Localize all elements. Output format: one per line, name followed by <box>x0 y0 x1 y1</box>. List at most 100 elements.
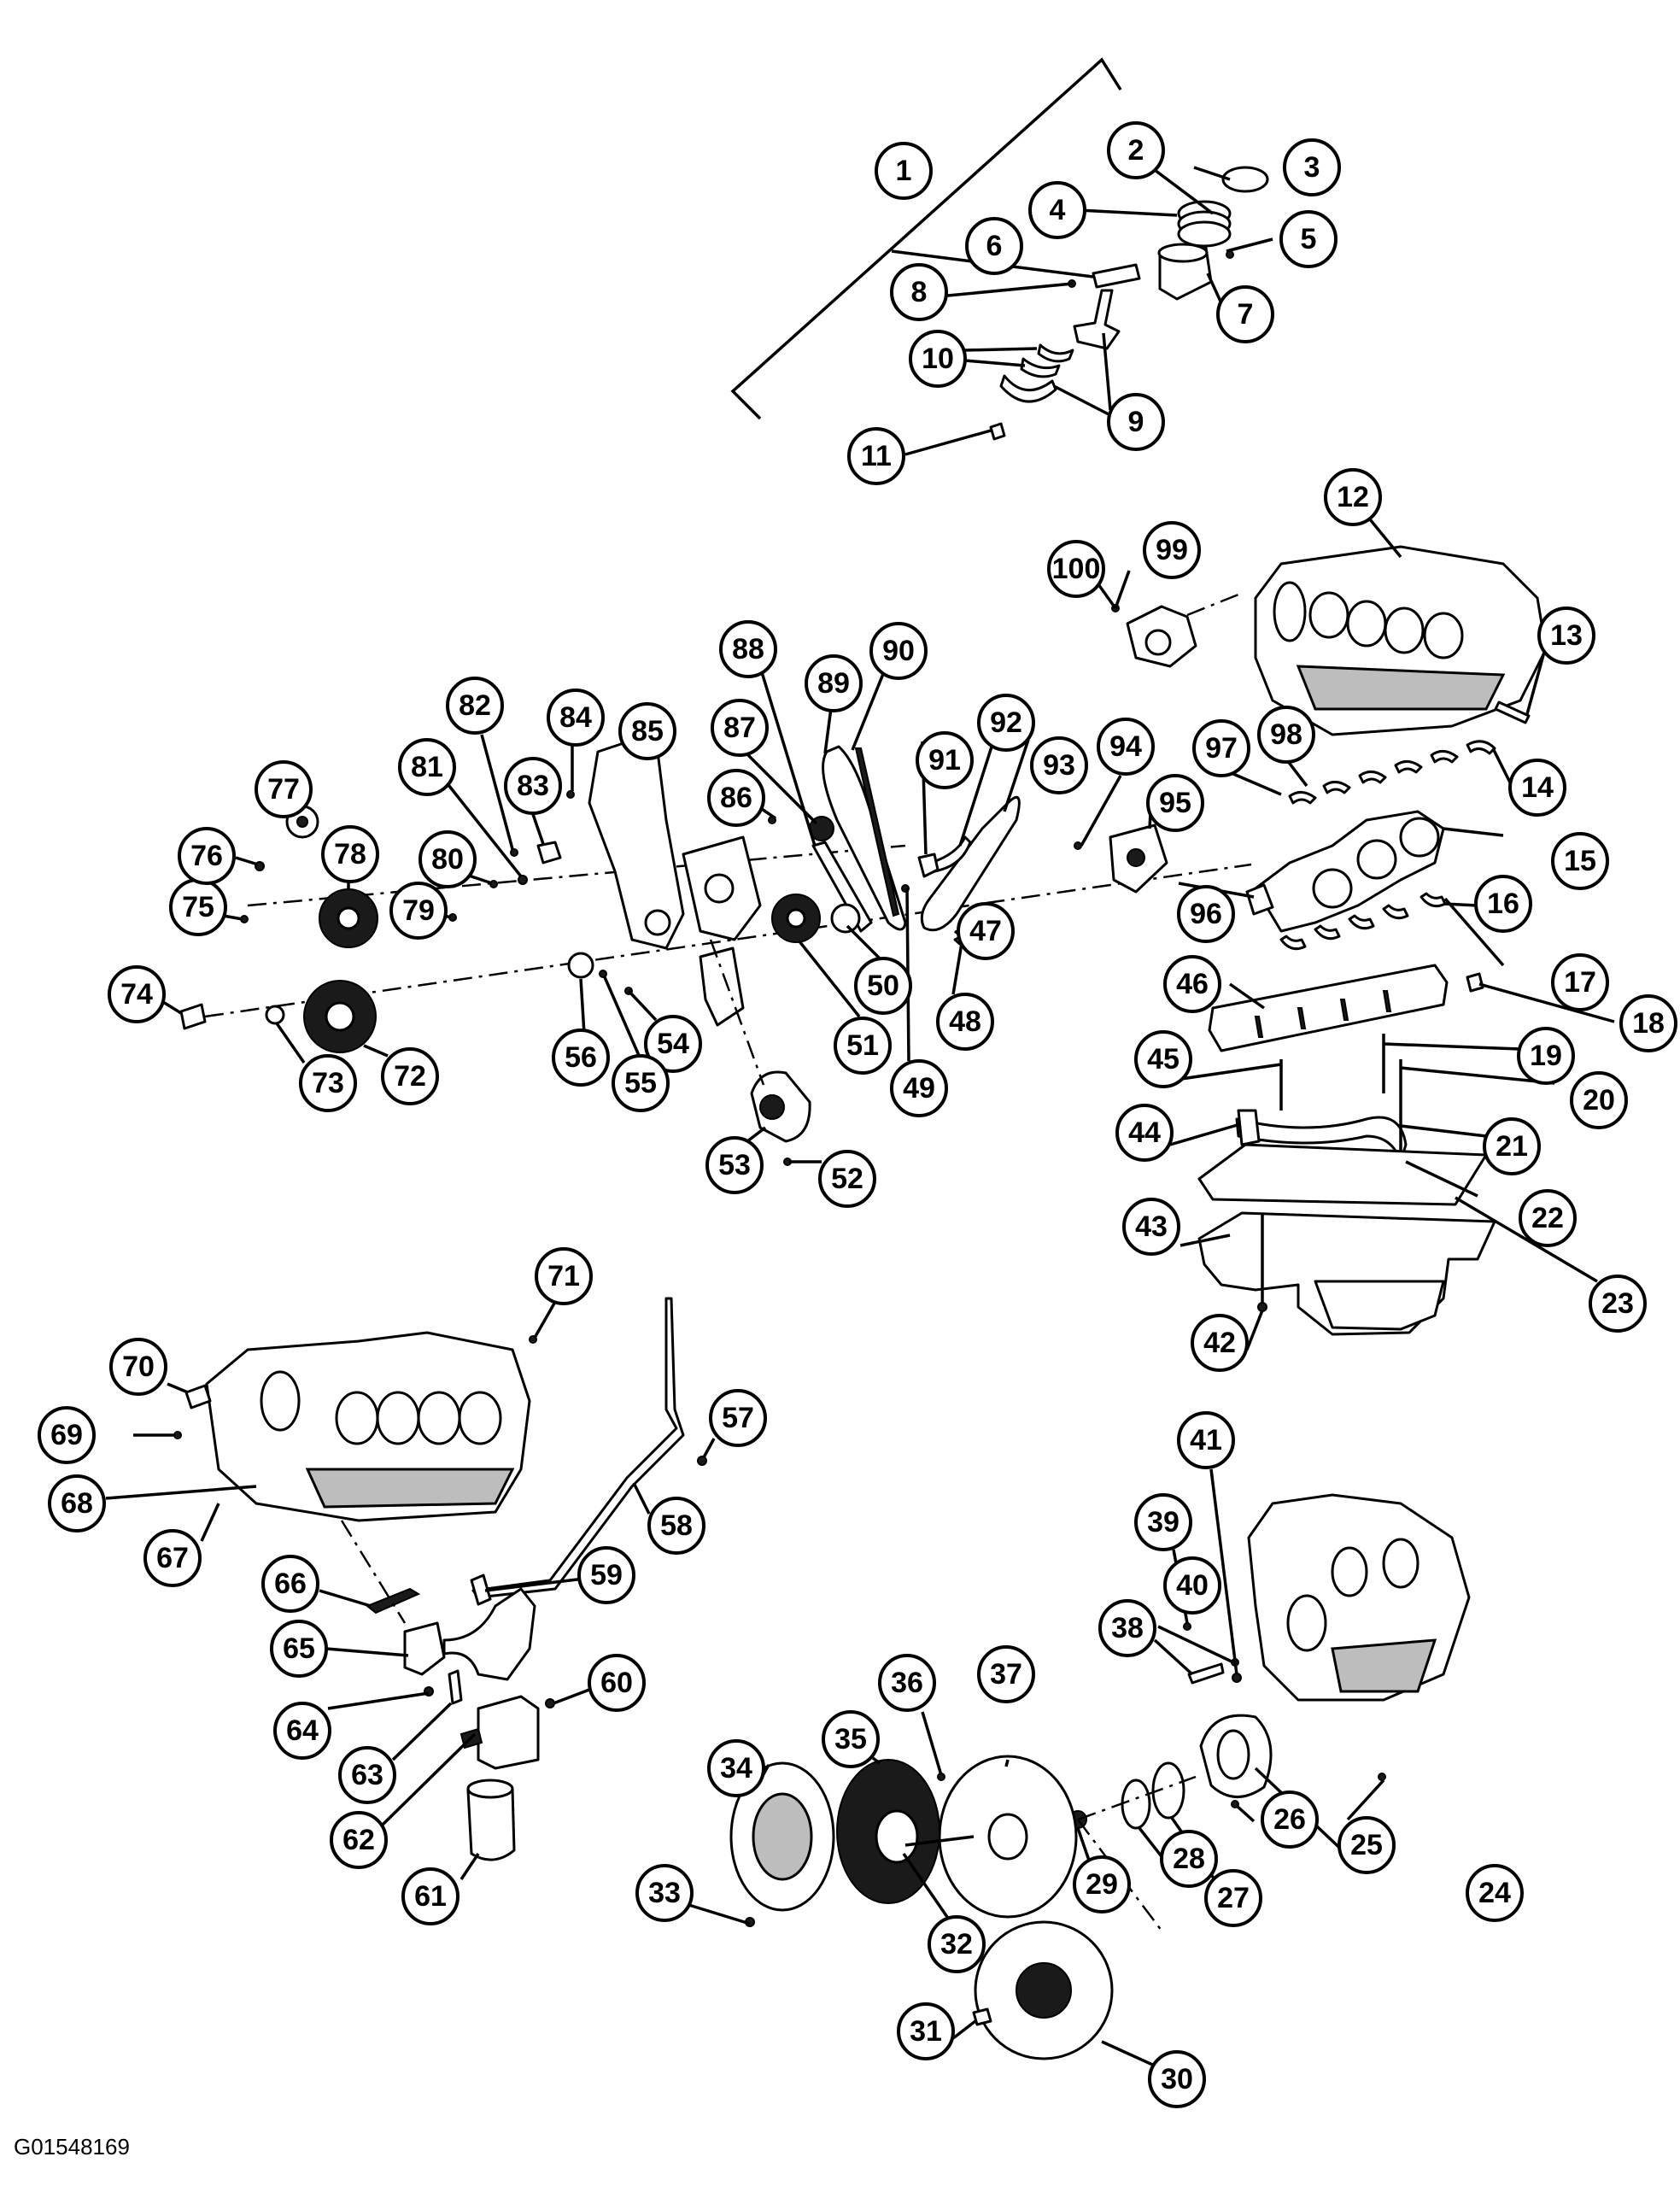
callout-27: 27 <box>1204 1869 1262 1927</box>
callout-73: 73 <box>299 1054 357 1112</box>
timing-group <box>179 733 1252 1166</box>
svg-text:100: 100 <box>1052 553 1101 585</box>
svg-text:38: 38 <box>1111 1612 1144 1644</box>
svg-text:37: 37 <box>990 1658 1022 1691</box>
rear-main-seal <box>1151 1761 1185 1820</box>
svg-text:1: 1 <box>896 155 912 187</box>
callout-6: 6 <box>965 217 1023 275</box>
svg-text:8: 8 <box>911 276 928 308</box>
callout-53: 53 <box>705 1136 764 1194</box>
flexplate-bolt-31 <box>972 2007 992 2026</box>
block-lower-bore-1 <box>335 1391 379 1445</box>
callout-7: 7 <box>1216 285 1274 343</box>
crank-throw-1 <box>1312 868 1353 909</box>
svg-text:51: 51 <box>846 1029 879 1062</box>
callout-44: 44 <box>1115 1104 1174 1162</box>
bolt-84 <box>566 790 575 799</box>
callout-46: 46 <box>1163 955 1221 1013</box>
callout-96: 96 <box>1177 885 1235 943</box>
callout-41: 41 <box>1177 1411 1235 1469</box>
svg-text:93: 93 <box>1043 749 1075 782</box>
flexplate-axis <box>1077 1819 1162 1931</box>
callout-59: 59 <box>577 1546 635 1604</box>
callout-90: 90 <box>869 622 928 680</box>
svg-text:33: 33 <box>648 1877 681 1909</box>
gasket-66 <box>366 1587 421 1615</box>
svg-text:90: 90 <box>882 635 915 667</box>
tensioner-91 <box>917 853 940 878</box>
svg-text:24: 24 <box>1478 1877 1511 1909</box>
svg-text:6: 6 <box>986 230 1003 262</box>
svg-text:85: 85 <box>631 715 664 747</box>
svg-text:81: 81 <box>411 751 443 783</box>
callout-95: 95 <box>1146 774 1204 832</box>
plug-70 <box>184 1384 212 1409</box>
svg-text:45: 45 <box>1147 1043 1180 1075</box>
oil-pump-rotor <box>759 1094 785 1120</box>
svg-text:70: 70 <box>122 1351 155 1383</box>
svg-text:97: 97 <box>1205 732 1238 765</box>
oil-cooler-line <box>442 1587 536 1681</box>
pressure-plate-fingers <box>752 1792 813 1881</box>
callout-57: 57 <box>709 1389 767 1447</box>
callout-69: 69 <box>38 1406 96 1464</box>
timing-chain-left <box>822 745 907 931</box>
callout-29: 29 <box>1073 1855 1131 1913</box>
svg-text:88: 88 <box>732 633 764 665</box>
svg-text:7: 7 <box>1238 298 1254 331</box>
svg-text:11: 11 <box>861 440 892 472</box>
block-lower-bore-3 <box>417 1391 461 1445</box>
block-lower-front-bore <box>260 1370 301 1432</box>
callout-80: 80 <box>419 830 477 888</box>
callout-85: 85 <box>618 702 676 760</box>
svg-text:40: 40 <box>1176 1569 1209 1602</box>
idler-sprocket <box>830 903 861 934</box>
callout-97: 97 <box>1192 719 1250 777</box>
rod-bearing-lower <box>1020 357 1061 378</box>
bolt-55 <box>599 970 607 978</box>
callout-78: 78 <box>321 825 379 883</box>
svg-text:59: 59 <box>590 1559 623 1591</box>
svg-text:27: 27 <box>1217 1882 1250 1914</box>
svg-text:63: 63 <box>351 1759 383 1791</box>
callout-70: 70 <box>109 1338 167 1396</box>
callout-39: 39 <box>1134 1493 1192 1551</box>
crank-damper-inner <box>325 1001 355 1032</box>
callout-28: 28 <box>1160 1830 1218 1888</box>
callout-65: 65 <box>270 1620 328 1678</box>
callout-25: 25 <box>1338 1816 1396 1874</box>
svg-text:95: 95 <box>1159 787 1191 819</box>
svg-text:84: 84 <box>559 701 592 734</box>
bolt-57 <box>697 1456 707 1466</box>
svg-text:29: 29 <box>1086 1868 1118 1901</box>
callout-15: 15 <box>1551 832 1609 890</box>
crankshaft-group <box>1197 740 1496 1336</box>
callout-76: 76 <box>178 827 236 885</box>
bolt-94 <box>1074 841 1082 850</box>
callout-100: 100 <box>1047 540 1105 598</box>
upper-bearing-4 <box>1394 760 1423 774</box>
svg-text:39: 39 <box>1147 1506 1180 1538</box>
callout-36: 36 <box>878 1654 936 1712</box>
crankshaft <box>1254 810 1445 933</box>
clutch-disc-hub <box>875 1809 919 1864</box>
idler-pulley-78-hub <box>337 906 360 930</box>
oil-filter-top <box>466 1779 514 1799</box>
callout-60: 60 <box>588 1654 646 1712</box>
callout-14: 14 <box>1508 759 1566 817</box>
svg-text:72: 72 <box>394 1060 426 1093</box>
piston-ring-top <box>1221 166 1269 193</box>
svg-text:57: 57 <box>722 1402 754 1434</box>
assembly-bracket <box>730 57 1122 420</box>
callout-3: 3 <box>1283 138 1341 196</box>
svg-text:89: 89 <box>817 667 850 700</box>
svg-text:52: 52 <box>831 1163 863 1195</box>
flywheel-group <box>729 1493 1471 2060</box>
svg-text:74: 74 <box>120 978 153 1011</box>
rod-cap <box>999 374 1057 403</box>
piston-ring-4 <box>1177 220 1232 248</box>
callout-5: 5 <box>1279 210 1338 268</box>
plug-24 <box>1378 1773 1386 1781</box>
block-lower-casting <box>1296 665 1506 711</box>
